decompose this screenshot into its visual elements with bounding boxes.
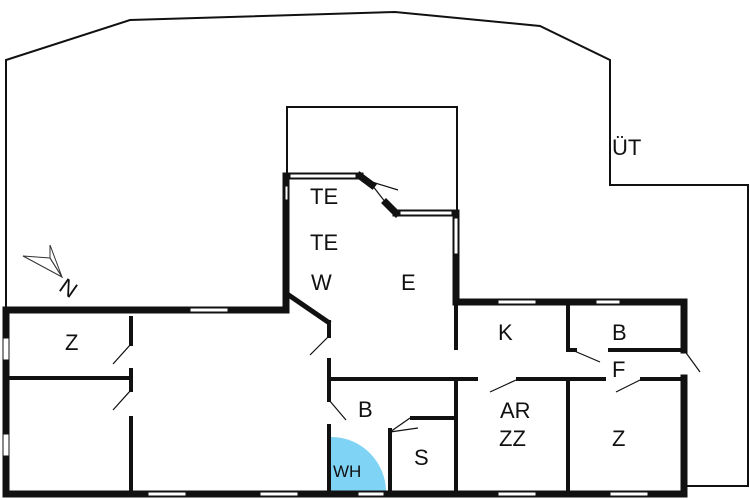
room-label-b-right: B	[612, 320, 627, 345]
door-openings	[478, 376, 640, 382]
balcony-outline	[286, 106, 458, 212]
north-label: N	[55, 273, 82, 303]
room-label-e: E	[401, 270, 416, 295]
room-label-z-left: Z	[65, 330, 78, 355]
room-label-te-lower: TE	[310, 230, 338, 255]
door-swings	[112, 181, 701, 433]
room-label-s: S	[414, 445, 429, 470]
room-label-terrace: ÜT	[612, 135, 641, 160]
windows	[2, 173, 649, 497]
north-arrow-icon	[22, 244, 64, 279]
water-heater-fixture	[331, 437, 386, 492]
room-label-w: W	[311, 270, 332, 295]
terrace-outline	[5, 10, 749, 487]
room-label-z-right: Z	[612, 426, 625, 451]
walls	[2, 171, 688, 498]
room-label-k: K	[498, 320, 513, 345]
room-label-wh: WH	[333, 462, 361, 481]
room-label-f: F	[612, 357, 625, 382]
room-label-ar: AR	[500, 398, 531, 423]
room-label-zz: ZZ	[499, 426, 526, 451]
room-label-te-upper: TE	[310, 184, 338, 209]
room-label-b-center: B	[358, 397, 373, 422]
